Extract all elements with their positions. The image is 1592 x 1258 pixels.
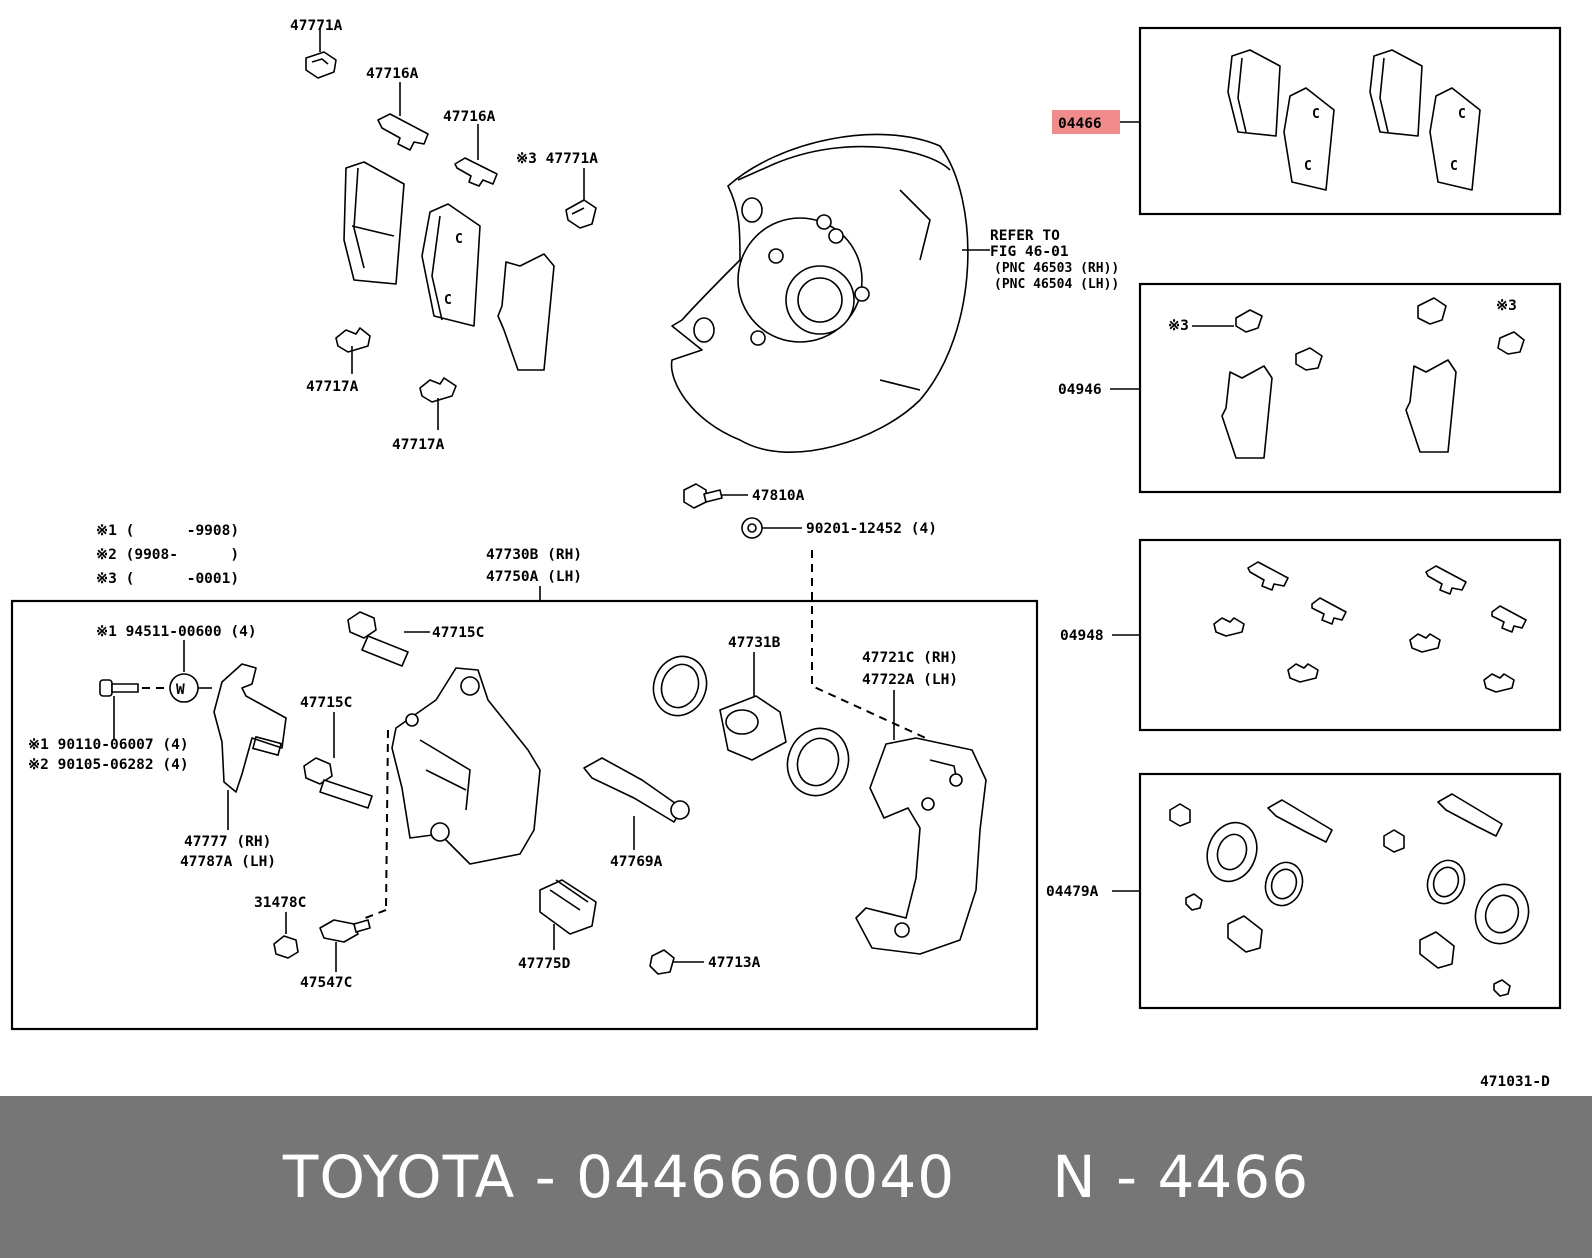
label-47722a: 47722A (LH): [862, 672, 958, 688]
kit-04466-highlight: [1052, 110, 1120, 134]
bleeder-plug-47547c: [319, 919, 371, 972]
label-47777: 47777 (RH): [184, 834, 271, 850]
refer-line-1: REFER TO: [990, 228, 1060, 244]
kit-mark-1: ※3: [1168, 318, 1189, 334]
kit-mark-2: ※3: [1496, 298, 1517, 314]
caliper-cylinder-body: [391, 667, 541, 865]
refer-line-4: (PNC 46504 (LH)): [994, 277, 1119, 292]
bushing-47775d: [539, 879, 597, 950]
caption-text: TOYOTA - 0446660040 N - 4466: [282, 1143, 1310, 1211]
label-47750a: 47750A (LH): [486, 569, 582, 585]
label-31478c: 31478C: [254, 895, 306, 911]
label-kit-04466: 04466: [1058, 116, 1102, 132]
kit-pad-mark-2: C: [1304, 159, 1312, 174]
label-47775d: 47775D: [518, 956, 571, 972]
label-47769a: 47769A: [610, 854, 663, 870]
label-90105: ※2 90105-06282 (4): [28, 757, 189, 773]
label-47547c: 47547C: [300, 975, 352, 991]
dust-shield-backing-plate: [670, 133, 990, 453]
anti-squeal-plate: [497, 253, 555, 371]
anti-rattle-spring-47777: [213, 663, 287, 830]
kit-04466-pads: C C C C: [1227, 49, 1481, 191]
label-47715c-1: 47715C: [432, 625, 484, 641]
label-47715c-2: 47715C: [300, 695, 352, 711]
kit-04946-parts: [1192, 297, 1525, 459]
kit-04946-frame: [1138, 282, 1562, 494]
label-kit-04948: 04948: [1060, 628, 1104, 644]
label-47810a: 47810A: [752, 488, 805, 504]
piston-47731b: [719, 695, 787, 761]
refer-line-2: FIG 46-01: [990, 244, 1069, 260]
brake-pad-inner: C C: [421, 203, 481, 327]
pad-mark-c1: C: [455, 232, 463, 247]
guide-bolt-47715c-1: [347, 611, 430, 667]
washer-w: W: [169, 673, 212, 703]
label-47716a-1: 47716A: [366, 66, 419, 82]
pad-mark-c2: C: [444, 293, 452, 308]
label-kit-04479a: 04479A: [1046, 884, 1099, 900]
brake-pad-outer: [343, 161, 405, 285]
kit-04466-frame: [1138, 26, 1562, 216]
label-47771a-top: 47771A: [290, 18, 343, 34]
shim-47716a-1: [377, 82, 429, 151]
label-47787a: 47787A (LH): [180, 854, 276, 870]
label-47771a-mid: ※3 47771A: [516, 151, 598, 167]
caliper-assembly-frame: [10, 599, 1039, 1031]
kit-pad-mark-3: C: [1458, 107, 1466, 122]
guide-bolt-47715c-2: [303, 757, 373, 809]
kit-04948-frame: [1138, 538, 1562, 732]
label-47717a-1: 47717A: [306, 379, 359, 395]
kit-pad-mark-4: C: [1450, 159, 1458, 174]
slide-pin-47769a: [583, 757, 690, 850]
washer-mark: W: [176, 682, 185, 698]
cylinder-boot: [786, 727, 850, 797]
label-47717a-2: 47717A: [392, 437, 445, 453]
bolt-90201: [741, 517, 802, 539]
label-90110: ※1 90110-06007 (4): [28, 737, 189, 753]
note-1: ※1 ( -9908): [96, 523, 239, 539]
clip-47717a-2: [419, 377, 457, 430]
figure-code: 471031-D: [1480, 1074, 1550, 1090]
label-47716a-2: 47716A: [443, 109, 496, 125]
label-90201: 90201-12452 (4): [806, 521, 937, 537]
label-94511: ※1 94511-00600 (4): [96, 624, 257, 640]
kit-04479a-parts: [1169, 793, 1530, 997]
piston-seal: [652, 655, 708, 717]
parts-diagram: 47771A 47716A 47716A ※3 47771A C C 47717…: [10, 18, 1562, 1090]
clip-47717a-1: [335, 327, 371, 374]
clip-47771a-mid: [565, 168, 597, 229]
caption-bar: TOYOTA - 0446660040 N - 4466: [0, 1096, 1592, 1258]
note-3: ※3 ( -0001): [96, 571, 239, 587]
kit-04948-parts: [1213, 561, 1527, 693]
note-2: ※2 (9908- ): [96, 547, 239, 563]
clip-47771a-top: [305, 28, 337, 79]
bolt-47810a: [683, 483, 748, 509]
label-47731b: 47731B: [728, 635, 781, 651]
label-47713a: 47713A: [708, 955, 761, 971]
label-kit-04946: 04946: [1058, 382, 1102, 398]
label-47730b: 47730B (RH): [486, 547, 582, 563]
kit-pad-mark-1: C: [1312, 107, 1320, 122]
bleeder-cap-31478c: [273, 935, 299, 959]
plug-47713a: [649, 949, 704, 975]
refer-line-3: (PNC 46503 (RH)): [994, 261, 1119, 276]
bolt-90110: [99, 679, 168, 740]
label-47721c: 47721C (RH): [862, 650, 958, 666]
shim-47716a-2: [454, 124, 498, 187]
caliper-mounting-bracket: [855, 737, 987, 955]
